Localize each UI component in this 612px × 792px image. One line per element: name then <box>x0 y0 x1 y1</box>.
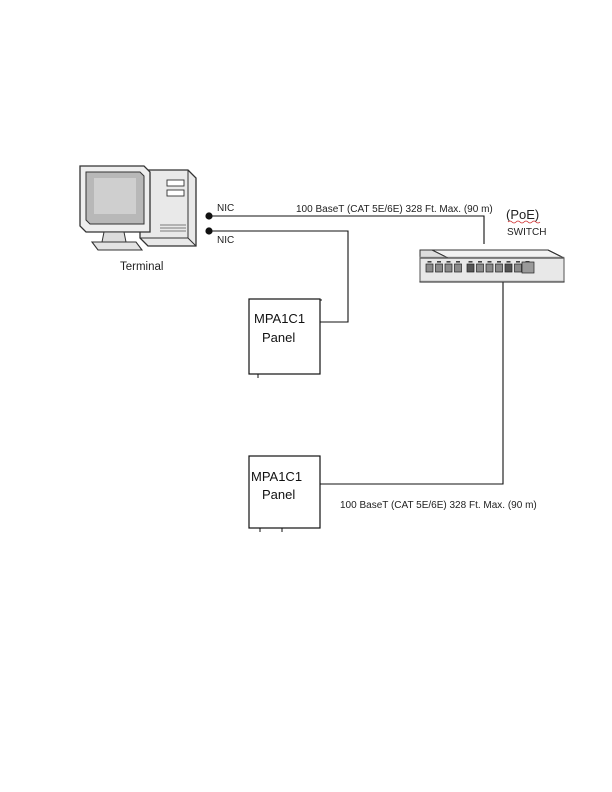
switch-label: SWITCH <box>507 227 546 238</box>
panel-1-type: Panel <box>262 330 295 345</box>
switch-port-led-6 <box>478 261 482 263</box>
switch-port-led-9 <box>507 261 511 263</box>
switch-port-5 <box>467 264 474 272</box>
switch-port-6 <box>477 264 484 272</box>
poe-label: (PoE) <box>506 207 539 222</box>
cable-terminal-to-switch <box>209 216 484 244</box>
network-switch-icon <box>420 250 564 282</box>
terminal-label: Terminal <box>120 261 163 273</box>
panel-2-model: MPA1C1 <box>251 469 302 484</box>
nic-label-1: NIC <box>217 203 234 214</box>
switch-port-1 <box>426 264 433 272</box>
switch-port-3 <box>445 264 452 272</box>
nic-label-2: NIC <box>217 235 234 246</box>
bottom-cable-spec: 100 BaseT (CAT 5E/6E) 328 Ft. Max. (90 m… <box>340 500 537 511</box>
panel-2-type: Panel <box>262 487 295 502</box>
switch-port-2 <box>436 264 443 272</box>
switch-port-10 <box>515 264 522 272</box>
switch-port-led-8 <box>497 261 501 263</box>
switch-port-9 <box>505 264 512 272</box>
switch-port-led-5 <box>469 261 473 263</box>
switch-port-4 <box>455 264 462 272</box>
switch-uplink-port <box>522 262 534 273</box>
top-cable-spec: 100 BaseT (CAT 5E/6E) 328 Ft. Max. (90 m… <box>296 204 493 215</box>
switch-port-led-3 <box>447 261 451 263</box>
switch-port-8 <box>496 264 503 272</box>
switch-port-led-7 <box>488 261 492 263</box>
panel-1-model: MPA1C1 <box>254 311 305 326</box>
panel-1: MPA1C1 Panel <box>249 299 322 378</box>
switch-port-led-4 <box>456 261 460 263</box>
switch-port-7 <box>486 264 493 272</box>
switch-port-led-10 <box>516 261 520 263</box>
switch-port-led-1 <box>428 261 432 263</box>
switch-port-led-2 <box>437 261 441 263</box>
terminal-computer-icon <box>80 166 196 250</box>
panel-2: MPA1C1 Panel <box>249 456 320 532</box>
